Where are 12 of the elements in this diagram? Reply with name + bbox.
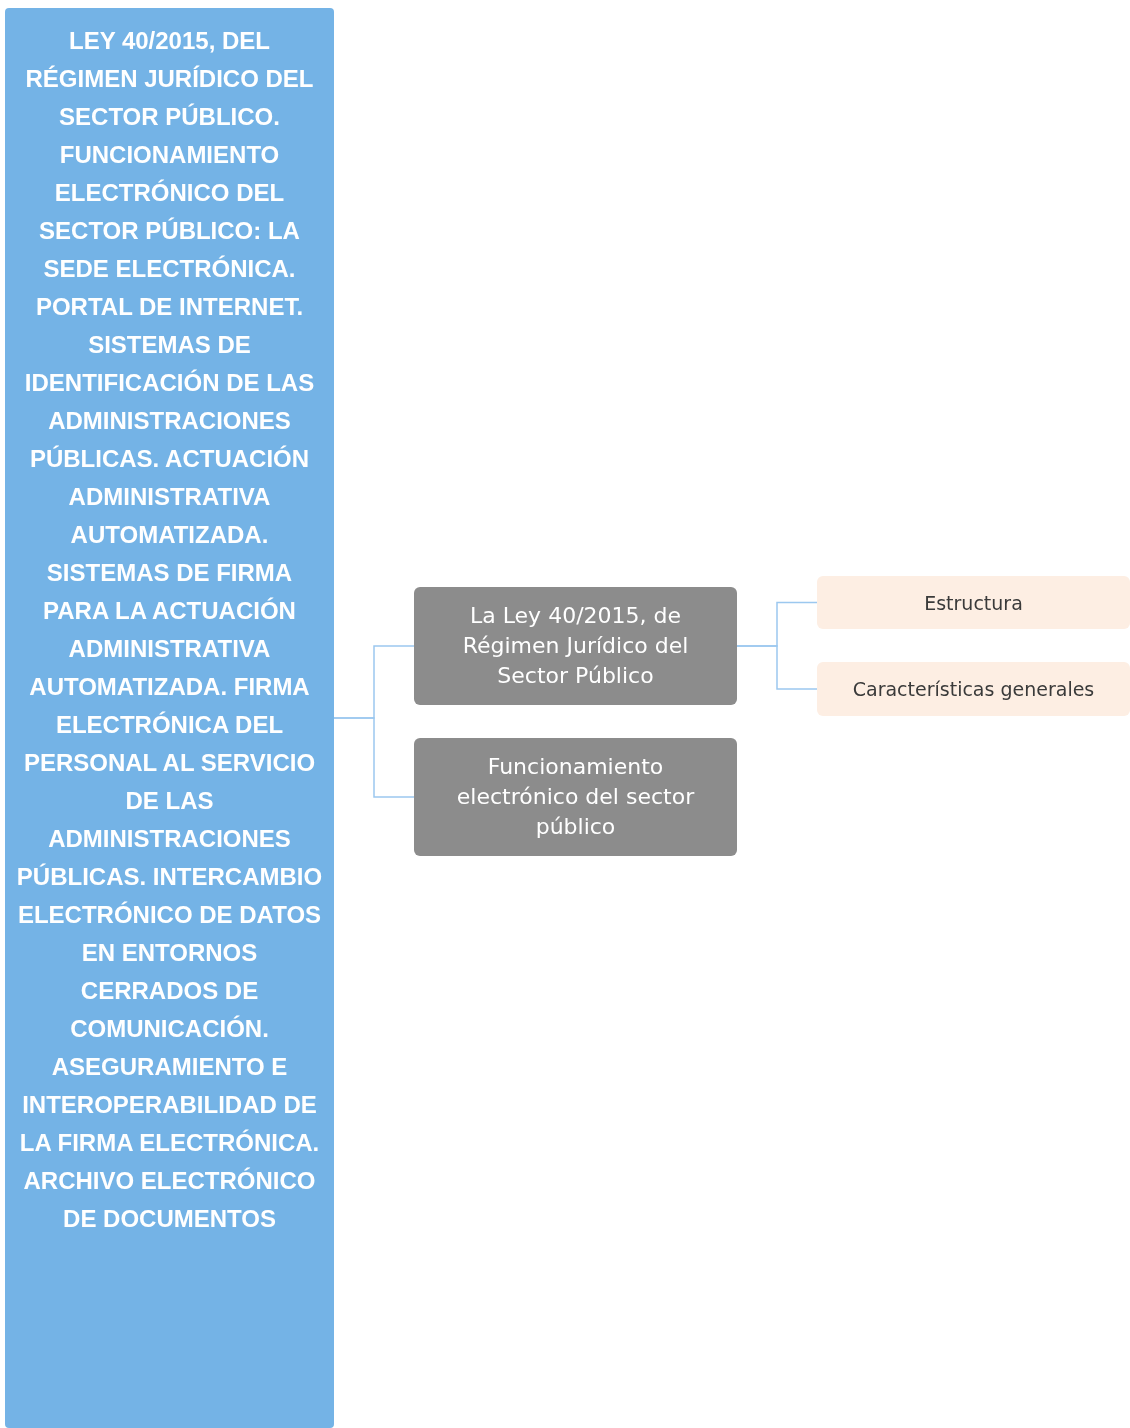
connector-line [333,717,415,798]
item-box [817,576,1130,629]
node-text: La Ley 40/2015, de Régimen Jurídico del Sector Público [461,602,690,690]
node-text: LEY 40/2015, DEL RÉGIMEN JURÍDICO DEL SECTOR PÚBLICO. FUNCIONAMIENTO ELECTRÓNICO DEL SECTOR PÚBLICO: LA SEDE ELECTRÓNICA. PORTAL DE INTERNET. SISTEMAS DE IDENTIFICACIÓN DE LAS ADMINISTRACIONES PÚBLICAS. ACTUACIÓN ADMINISTRATIVA AUTOMATIZADA. SISTEMAS DE FIRMA PARA LA ACTUACIÓN ADMINISTRATIVA AUTOMATIZADA. FIRMA ELECTRÓNICA DEL PERSONAL AL SERVICIO DE LAS ADMINISTRACIONES PÚBLICAS. INTERCAMBIO ELECTRÓNICO DE DATOS EN ENTORNOS CERRADOS DE COMUNICACIÓN. ASEGURAMIENTO E INTEROPERABILIDAD DE LA FIRMA ELECTRÓNICA. ARCHIVO ELECTRÓNICO DE DOCUMENTOS [15,26,324,1234]
connector-line [736,645,818,690]
node-text: Características generales [852,677,1095,701]
subtopic-box [414,587,737,705]
node-text: Funcionamiento electrónico del sector público [455,753,696,841]
node-text: Estructura [924,590,1023,615]
item-box [817,662,1130,716]
subtopic-box [414,738,737,856]
topic-box [5,8,334,1428]
